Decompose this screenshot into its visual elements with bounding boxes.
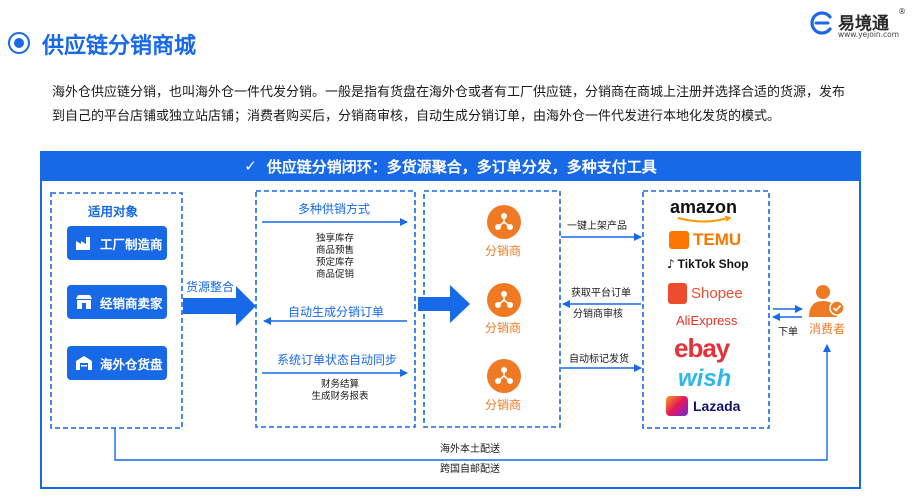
list-products-label: 一键上架产品 — [567, 221, 627, 232]
store-icon — [76, 295, 92, 309]
source-factory-label: 工厂制造商 — [100, 236, 163, 252]
fetch-orders-label: 获取平台订单 — [571, 288, 631, 299]
brand-logo-icon — [810, 11, 832, 35]
features-box — [255, 190, 416, 428]
status-sync-title: 系统订单状态自动同步 — [277, 353, 398, 367]
review-label: 分销商审核 — [573, 309, 623, 320]
source-dealer-label: 经销商卖家 — [100, 295, 163, 311]
source-integration-label: 货源整合 — [186, 280, 235, 294]
source-factory: 工厂制造商 — [67, 226, 167, 260]
platform-lazada: Lazada — [666, 396, 740, 416]
check-icon: ✓ — [244, 157, 257, 175]
distributor-label: 分销商 — [485, 244, 522, 258]
source-integration-arrow — [183, 286, 256, 326]
auto-order-title: 自动生成分销订单 — [288, 305, 385, 319]
platforms-box — [642, 190, 770, 429]
supply-item: 商品预售 — [315, 245, 354, 256]
platform-amazon: amazon — [670, 197, 738, 223]
tiktok-note-icon: ♪ — [667, 257, 675, 271]
page-title: 供应链分销商城 — [42, 34, 197, 59]
shipping-line — [114, 344, 831, 461]
sources-box — [50, 192, 183, 429]
consumer-label: 消费者 — [809, 322, 846, 336]
factory-icon — [76, 237, 90, 250]
lazada-heart-icon — [666, 396, 688, 416]
cross-border-shipping-label: 跨国自邮配送 — [440, 464, 500, 475]
mark-shipped-label: 自动标记发货 — [569, 354, 629, 365]
distributor-icon — [487, 359, 521, 393]
warehouse-icon — [76, 356, 92, 370]
brand-url: www.yejoin.com — [838, 30, 900, 39]
distributor-label: 分销商 — [485, 398, 522, 412]
brand-registered-mark: ® — [898, 7, 906, 16]
source-dealer: 经销商卖家 — [67, 285, 167, 319]
tiktok-wordmark: TikTok Shop — [677, 257, 749, 271]
distributor-icon — [487, 205, 521, 239]
shopee-wordmark: Shopee — [691, 285, 743, 302]
supply-item: 预定库存 — [315, 257, 354, 268]
features-to-distributor-arrow — [418, 285, 470, 323]
amazon-smile-icon — [677, 216, 732, 223]
platform-ebay: ebay — [674, 333, 730, 363]
platform-shopee: Shopee — [668, 283, 743, 304]
amazon-logo: amazon — [670, 197, 738, 217]
platform-temu: TEMU — [669, 230, 741, 250]
title-bullet-icon — [8, 32, 30, 54]
distributor-icon — [487, 283, 521, 317]
intro-line-2: 到自己的平台店铺或独立站店铺；消费者购买后，分销商审核，自动生成分销订单，由海外… — [52, 109, 781, 124]
consumer-icon — [809, 285, 845, 317]
temu-logo-icon — [669, 231, 689, 249]
source-warehouse-label: 海外仓货盘 — [100, 356, 163, 372]
sync-items-list: 财务结算 生成财务报表 — [300, 379, 380, 403]
shopee-bag-icon — [668, 283, 687, 304]
diagram-banner: ✓ 供应链分销闭环：多货源聚合，多订单分发，多种支付工具 — [40, 151, 861, 181]
distributor-label: 分销商 — [485, 321, 522, 335]
sync-item: 财务结算 — [320, 379, 359, 390]
sync-item: 生成财务报表 — [311, 391, 369, 402]
order-label: 下单 — [778, 327, 798, 338]
brand-name: 易境通 — [838, 14, 889, 34]
temu-wordmark: TEMU — [693, 230, 742, 249]
platform-wish: wish — [678, 365, 732, 392]
supply-methods-title: 多种供销方式 — [298, 202, 371, 216]
local-shipping-label: 海外本土配送 — [440, 444, 500, 455]
supply-methods-list: 独享库存 商品预售 预定库存 商品促销 — [300, 233, 370, 281]
platform-tiktok: ♪ TikTok Shop — [667, 257, 749, 271]
lazada-wordmark: Lazada — [693, 398, 741, 414]
source-warehouse: 海外仓货盘 — [67, 346, 167, 380]
banner-text: 供应链分销闭环：多货源聚合，多订单分发，多种支付工具 — [266, 157, 657, 176]
supply-item: 独享库存 — [315, 233, 354, 244]
platform-aliexpress: AliExpress — [676, 313, 738, 328]
sources-heading: 适用对象 — [88, 204, 139, 219]
intro-line-1: 海外仓供应链分销，也叫海外仓一件代发分销。一般是指有货盘在海外仓或者有工厂供应链… — [52, 85, 846, 100]
supply-item: 商品促销 — [315, 269, 354, 280]
